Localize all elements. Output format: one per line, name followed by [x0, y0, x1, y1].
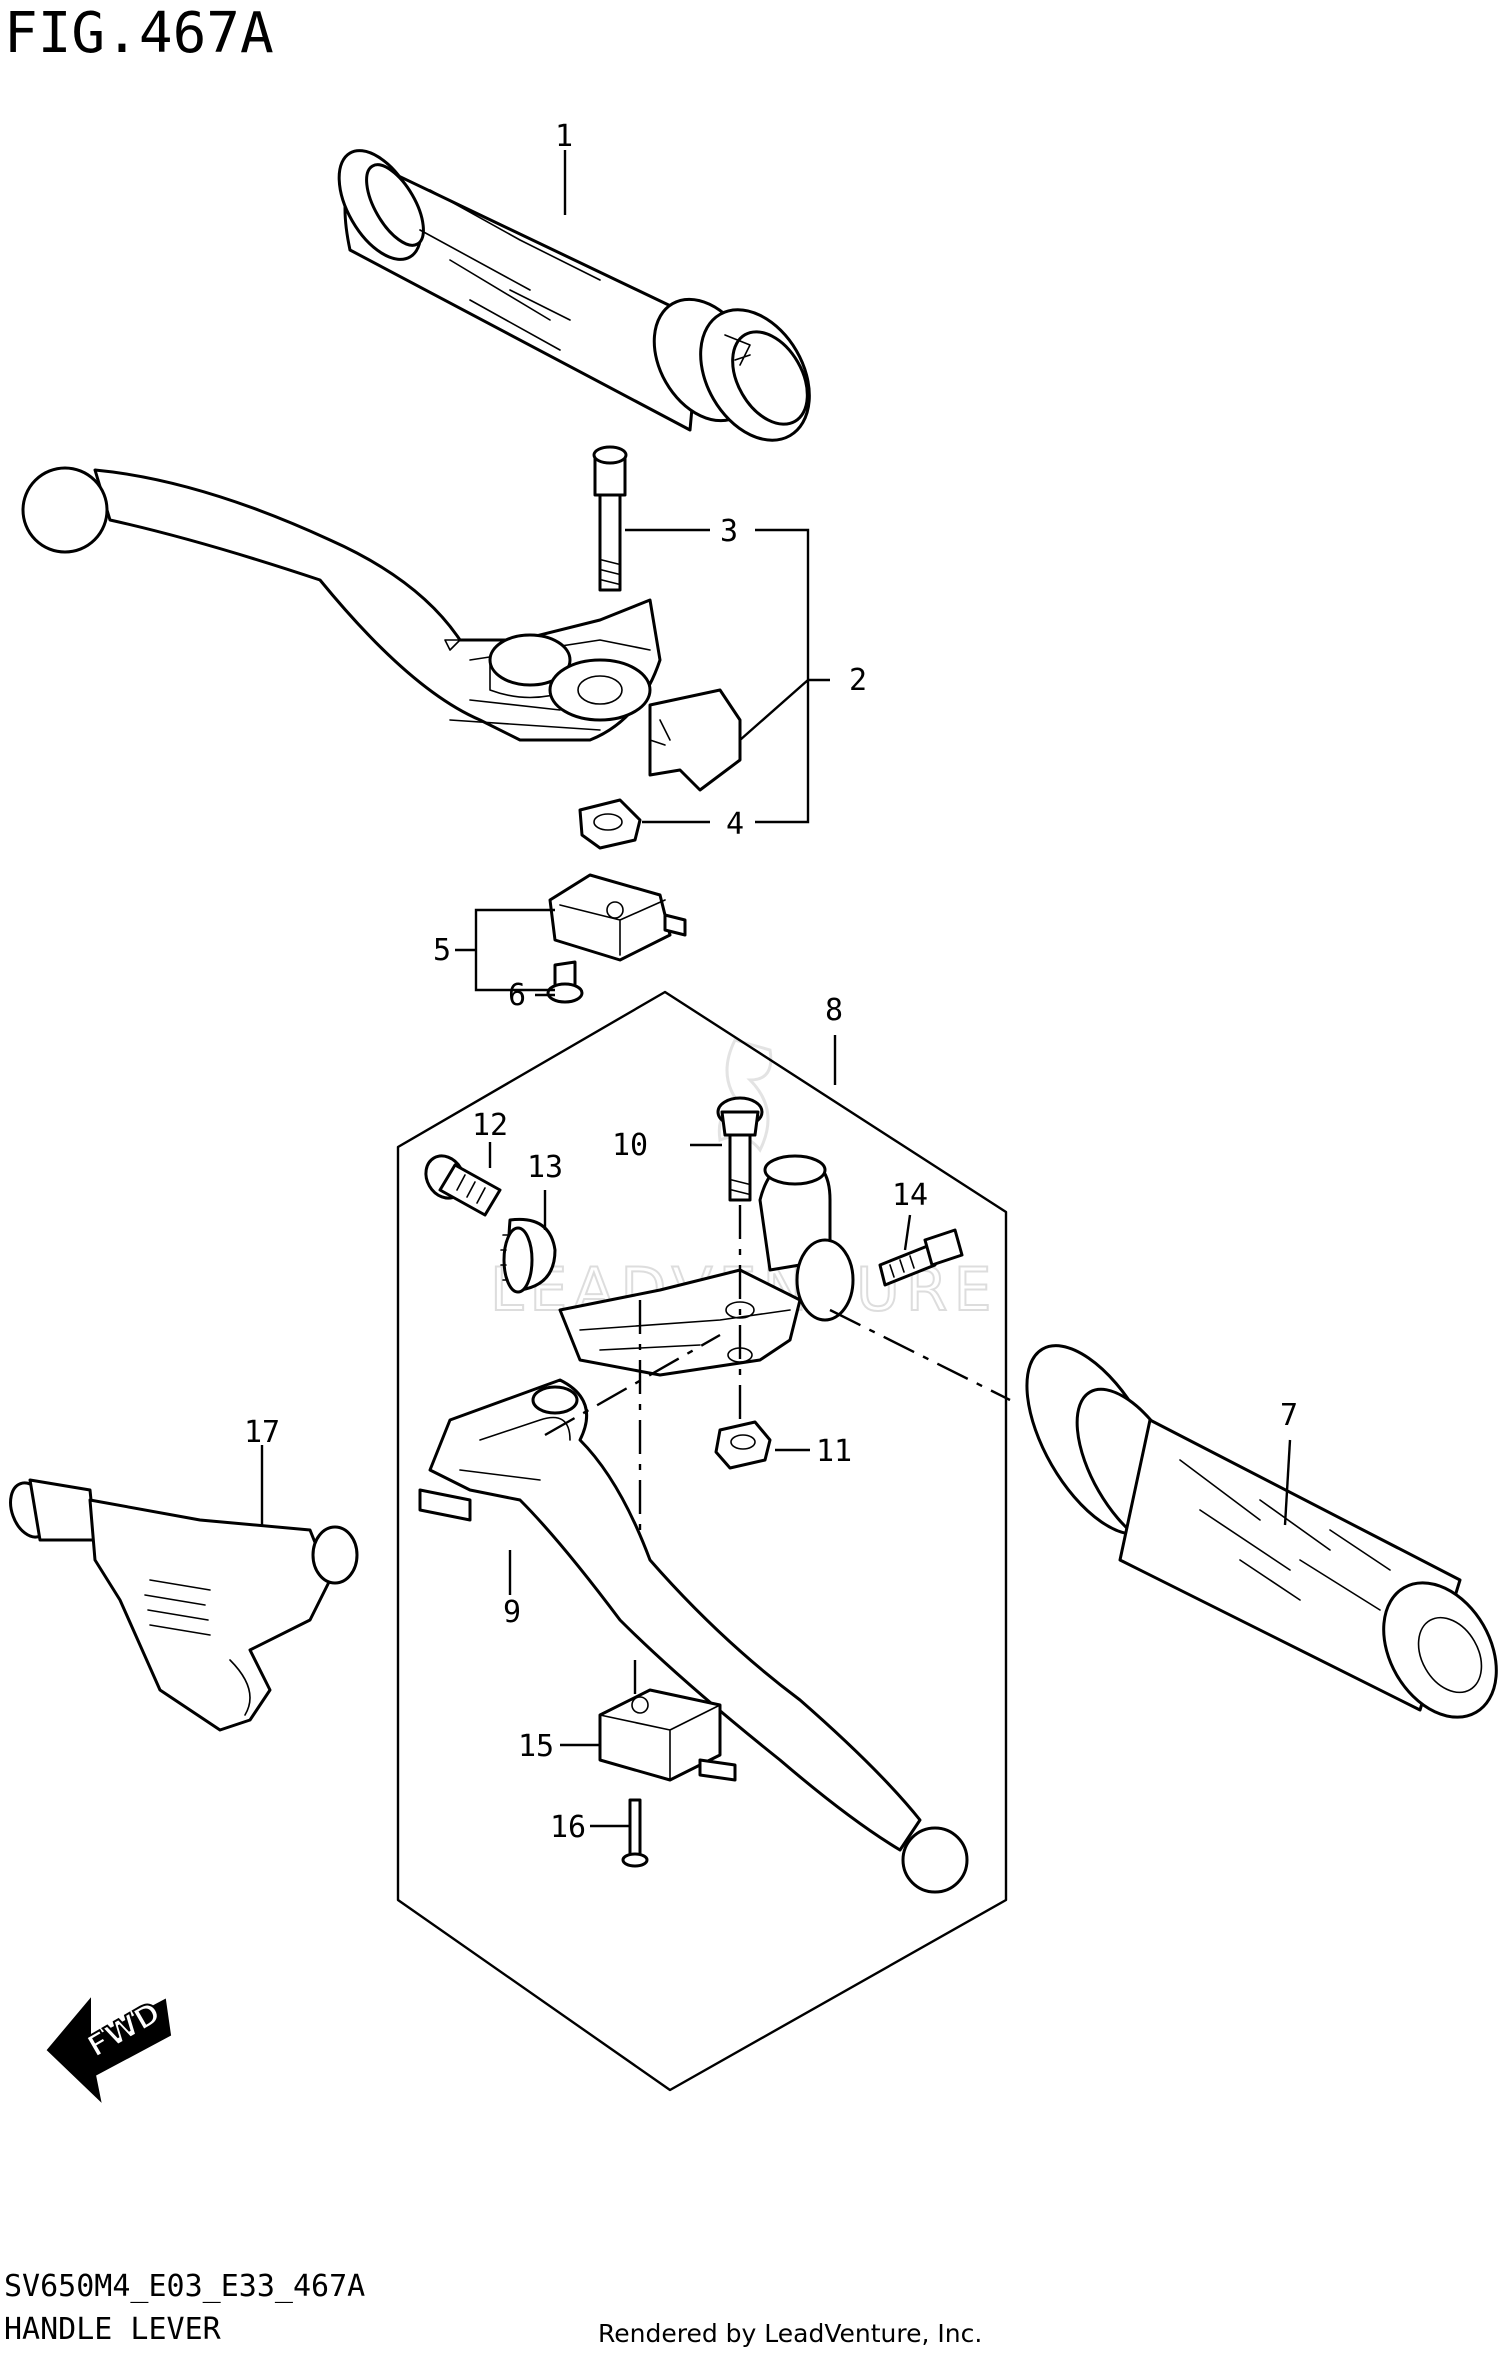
part-11-nut — [714, 1420, 772, 1470]
callout-10: 10 — [612, 1128, 648, 1163]
part-14-screw — [878, 1228, 964, 1287]
figure-title: FIG.467A — [4, 1, 274, 66]
part-3-pivot-bolt — [592, 445, 628, 592]
part-9-lever — [418, 1378, 969, 1894]
callout-12: 12 — [472, 1108, 508, 1143]
alignment-lines — [544, 1205, 1011, 1700]
callout-15: 15 — [518, 1729, 554, 1764]
part-8-group-outline — [396, 990, 1008, 2092]
callout-9: 9 — [503, 1595, 521, 1630]
callout-16: 16 — [550, 1810, 586, 1845]
callout-4: 4 — [726, 807, 744, 842]
leader-lines — [260, 150, 1292, 1828]
part-10-pivot-bolt — [716, 1096, 764, 1202]
part-1-grip-top — [337, 149, 811, 442]
callouts: 1 2 3 4 5 6 7 8 9 10 11 12 13 14 15 16 1… — [244, 119, 1298, 1845]
part-17-throttle-assembly — [9, 1478, 359, 1732]
callout-2: 2 — [849, 663, 867, 698]
part-5-switch — [548, 873, 687, 962]
callout-13: 13 — [527, 1150, 563, 1185]
part-16-screw — [621, 1798, 649, 1868]
callout-11: 11 — [816, 1434, 852, 1469]
callout-3: 3 — [720, 514, 738, 549]
callout-8: 8 — [825, 993, 843, 1028]
model-code: SV650M4_E03_E33_467A — [4, 2269, 365, 2304]
credit: Rendered by LeadVenture, Inc. — [598, 2319, 982, 2348]
part-13-adjuster-dial — [500, 1217, 557, 1294]
part-7-grip-right — [1025, 1344, 1498, 1719]
callout-7: 7 — [1280, 1398, 1298, 1433]
callout-17: 17 — [244, 1415, 280, 1450]
fwd-arrow: FWD — [46, 1994, 172, 2103]
part-2-lever-assembly — [21, 466, 742, 792]
callout-6: 6 — [508, 978, 526, 1013]
part-15-switch — [598, 1688, 737, 1782]
part-12-adjuster-bolt — [424, 1154, 502, 1217]
callout-14: 14 — [892, 1178, 928, 1213]
section-title: HANDLE LEVER — [4, 2312, 222, 2347]
part-6-screw — [546, 960, 584, 1004]
callout-5: 5 — [433, 933, 451, 968]
callout-1: 1 — [555, 119, 573, 154]
part-4-nut — [578, 798, 642, 850]
